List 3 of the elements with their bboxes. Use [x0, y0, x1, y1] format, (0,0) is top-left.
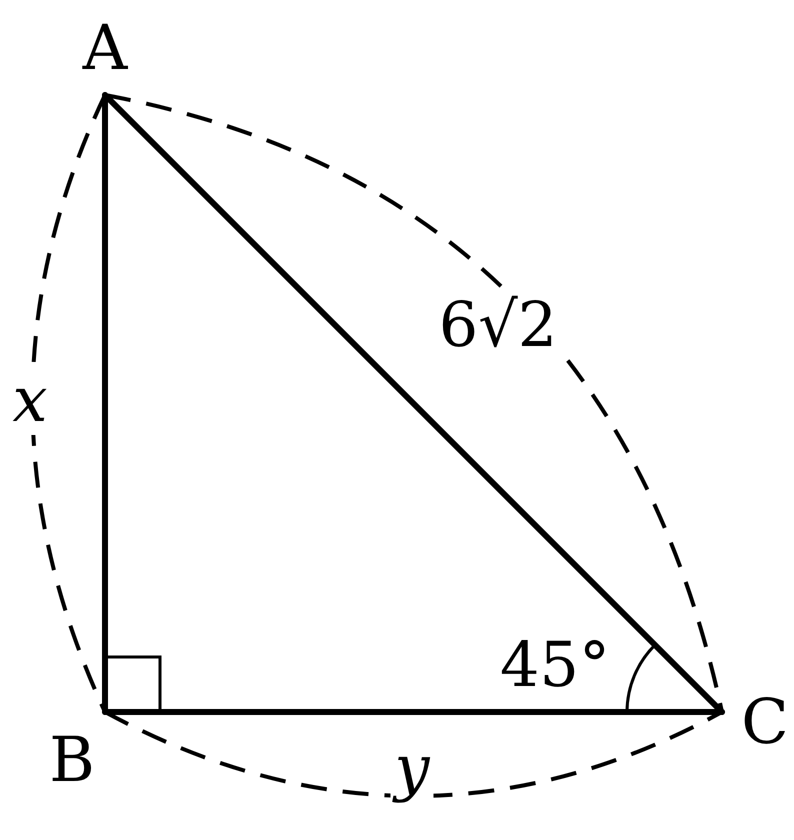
- vertex-label: A: [82, 17, 128, 79]
- vertex-label: C: [741, 691, 789, 753]
- vertex-label: B: [49, 729, 95, 791]
